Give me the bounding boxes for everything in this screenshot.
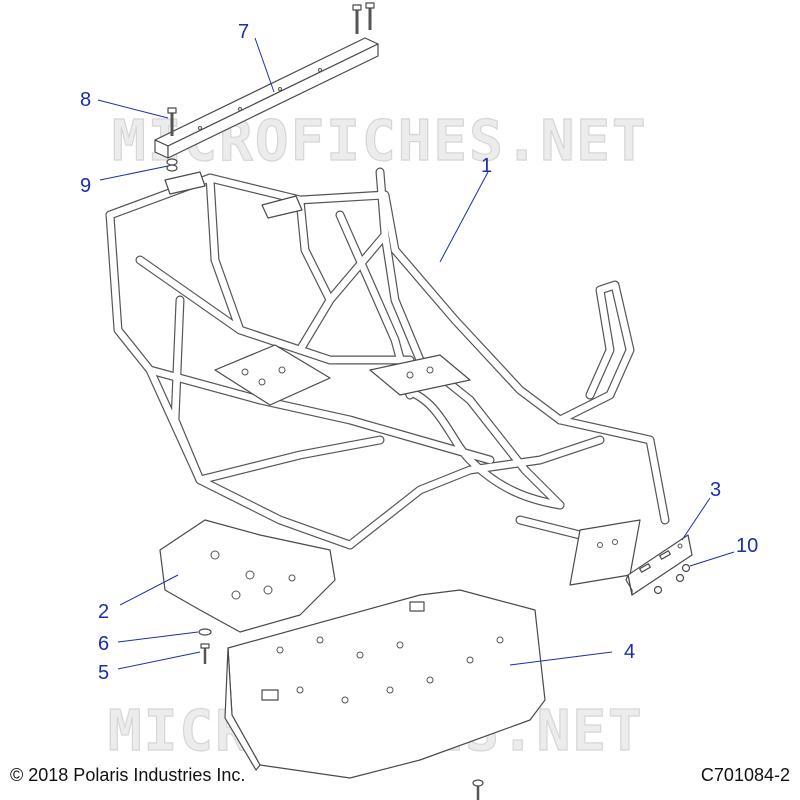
callout-6: 6: [98, 633, 109, 655]
part-6-washer: [198, 628, 212, 636]
part-8-bolt: [167, 107, 177, 136]
callout-8: 8: [80, 89, 91, 111]
figure-id: C701084-2: [700, 765, 790, 785]
copyright-text: © 2018 Polaris Industries Inc.: [10, 765, 246, 785]
part-2-skid-plate: [159, 519, 336, 633]
callout-10: 10: [736, 535, 758, 557]
callout-2: 2: [98, 601, 109, 623]
callout-1: 1: [481, 155, 492, 177]
part-9-nut: [166, 158, 178, 172]
part-3-bracket: [625, 534, 693, 596]
beam-bolts: [352, 2, 375, 34]
callout-3: 3: [710, 479, 721, 501]
part-1-main-frame: [105, 167, 670, 586]
part-4-skid-plate: [224, 589, 546, 779]
bottom-bolt: [472, 779, 484, 800]
part-5-screw: [200, 643, 210, 664]
callout-7: 7: [238, 21, 249, 43]
callout-5: 5: [98, 662, 109, 684]
callout-9: 9: [80, 175, 91, 197]
part-10-fasteners: [653, 563, 691, 595]
callout-4: 4: [624, 641, 635, 663]
leader-lines: [97, 37, 735, 670]
part-7-cross-beam: [154, 37, 379, 159]
